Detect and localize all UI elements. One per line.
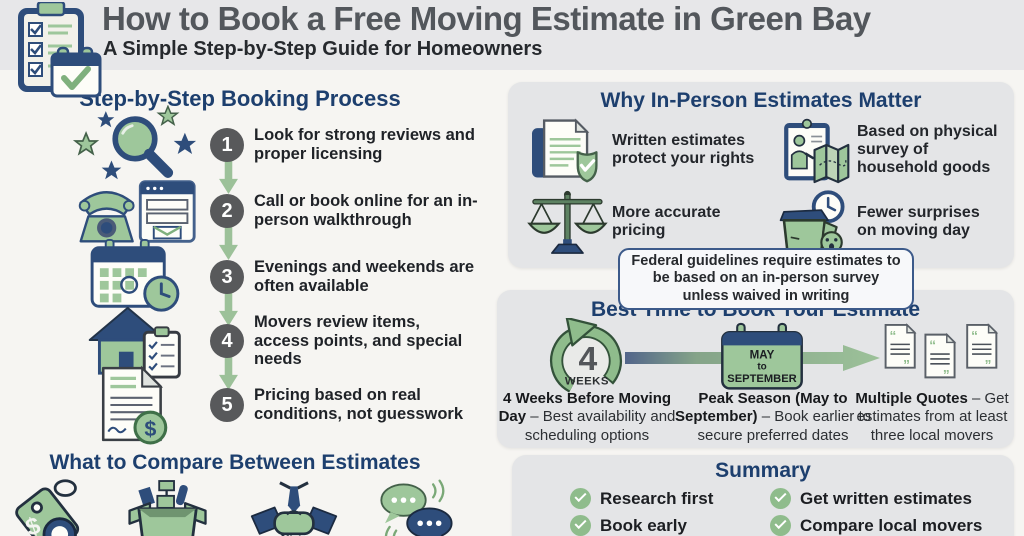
check-circle-icon bbox=[770, 488, 791, 509]
why-item-text: Based on physical survey of household go… bbox=[857, 123, 998, 176]
svg-text:MAY: MAY bbox=[750, 350, 775, 362]
price-tag-search-icon: $ bbox=[6, 477, 94, 536]
check-circle-icon bbox=[570, 488, 591, 509]
best-time-caption-3: Multiple Quotes – Get estimates from at … bbox=[855, 390, 1009, 444]
search-reviews-icon bbox=[60, 105, 210, 185]
svg-text:4: 4 bbox=[578, 340, 597, 378]
scales-icon bbox=[526, 187, 608, 257]
document-dollar-icon: $ bbox=[60, 364, 210, 446]
summary-item-label: Get written estimates bbox=[800, 488, 972, 508]
survey-clipboard-map-icon bbox=[771, 115, 853, 185]
step-row-1: 1 Look for strong reviews and proper lic… bbox=[60, 105, 485, 180]
best-time-panel: Best Time to Book Your Estimate 4 WEEKS bbox=[497, 290, 1014, 448]
step-row-2: 2 Call or book online for an in-person w… bbox=[60, 178, 485, 244]
step-number-badge: 4 bbox=[210, 324, 244, 358]
check-circle-icon bbox=[770, 515, 791, 536]
process-section-title: Step-by-Step Booking Process bbox=[79, 86, 401, 111]
step-row-3: 3 Evenings and weekends are often availa… bbox=[60, 238, 485, 312]
summary-item: Book early bbox=[570, 512, 770, 536]
document-shield-icon bbox=[526, 115, 608, 185]
header-bar: How to Book a Free Moving Estimate in Gr… bbox=[0, 0, 1024, 98]
box-clock-icon bbox=[771, 188, 853, 256]
phone-browser-icon bbox=[60, 174, 210, 249]
step-number-badge: 1 bbox=[210, 128, 244, 162]
step-text: Look for strong reviews and proper licen… bbox=[254, 126, 475, 163]
four-weeks-cycle-icon: 4 WEEKS bbox=[545, 316, 627, 405]
down-arrow-icon bbox=[219, 160, 238, 194]
box-items-icon bbox=[124, 477, 212, 536]
why-item-written-estimates: Written estimates protect your rights bbox=[526, 114, 771, 186]
summary-item-label: Compare local movers bbox=[800, 515, 983, 535]
why-in-person-panel: Why In-Person Estimates Matter bbox=[508, 82, 1014, 268]
quote-documents-icon: “ ” “ ” “ ” bbox=[881, 323, 999, 396]
summary-item: Research first bbox=[570, 485, 770, 512]
calendar-clock-icon bbox=[60, 238, 210, 316]
svg-text:“: “ bbox=[971, 328, 978, 343]
chat-bubbles-icon bbox=[372, 477, 460, 536]
svg-text:WEEKS: WEEKS bbox=[565, 376, 609, 388]
compare-section-title: What to Compare Between Estimates bbox=[49, 451, 421, 474]
why-item-accurate-pricing: More accurate pricing bbox=[526, 186, 771, 258]
step-number-badge: 2 bbox=[210, 194, 244, 228]
svg-text:”: ” bbox=[985, 358, 992, 373]
step-text: Pricing based on real conditions, not gu… bbox=[254, 386, 464, 423]
down-arrow-icon bbox=[219, 226, 238, 260]
svg-text:to: to bbox=[757, 361, 766, 372]
why-item-physical-survey: Based on physical survey of household go… bbox=[771, 114, 1001, 186]
step-text: Call or book online for an in-person wal… bbox=[254, 192, 478, 229]
summary-section-title: Summary bbox=[715, 459, 811, 482]
svg-text:”: ” bbox=[903, 358, 910, 373]
step-number-badge: 3 bbox=[210, 260, 244, 294]
check-circle-icon bbox=[570, 515, 591, 536]
federal-guidelines-note: Federal guidelines require estimates to … bbox=[618, 248, 914, 311]
svg-text:“: “ bbox=[889, 328, 896, 343]
svg-text:SEPTEMBER: SEPTEMBER bbox=[727, 373, 796, 385]
clipboard-checklist-icon bbox=[8, 0, 104, 98]
page-title: How to Book a Free Moving Estimate in Gr… bbox=[102, 0, 871, 37]
down-arrow-icon bbox=[219, 356, 238, 390]
summary-item-label: Book early bbox=[600, 515, 687, 535]
page-subtitle: A Simple Step-by-Step Guide for Homeowne… bbox=[103, 38, 543, 60]
summary-panel: Summary Research first Book early Get wr… bbox=[512, 455, 1014, 536]
best-time-caption-2: Peak Season (May to September) – Book ea… bbox=[675, 390, 871, 444]
step-number-badge: 5 bbox=[210, 388, 244, 422]
summary-item-label: Research first bbox=[600, 488, 714, 508]
handshake-icon bbox=[250, 477, 338, 536]
svg-text:$: $ bbox=[144, 417, 156, 441]
why-item-text: Written estimates protect your rights bbox=[612, 132, 755, 167]
peak-season-calendar-icon: MAY to SEPTEMBER bbox=[719, 322, 805, 397]
step-row-5: $ 5 Pricing based on real conditions, no… bbox=[60, 365, 485, 445]
svg-text:“: “ bbox=[929, 338, 936, 353]
down-arrow-icon bbox=[219, 292, 238, 326]
svg-text:”: ” bbox=[943, 367, 950, 382]
step-text: Evenings and weekends are often availabl… bbox=[254, 258, 475, 295]
step-text: Movers review items, access points, and … bbox=[254, 313, 463, 369]
why-section-title: Why In-Person Estimates Matter bbox=[600, 89, 922, 112]
summary-item: Get written estimates bbox=[770, 485, 1000, 512]
why-item-text: Fewer surprises on moving day bbox=[857, 204, 980, 239]
best-time-caption-1: 4 Weeks Before Moving Day – Best availab… bbox=[498, 390, 676, 444]
summary-item: Compare local movers bbox=[770, 512, 1000, 536]
why-item-text: More accurate pricing bbox=[612, 204, 721, 239]
